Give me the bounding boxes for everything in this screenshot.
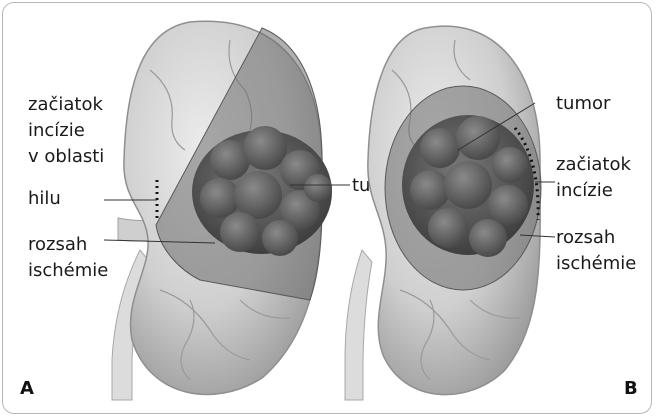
label-incision-a: začiatok incízie v oblasti hilu	[28, 94, 110, 209]
panel-letter-b: B	[624, 378, 638, 399]
label-incision-b: začiatok incízie	[556, 154, 637, 201]
label-ischemia-b: rozsah ischémie	[556, 227, 636, 274]
panel-letter-a: A	[20, 378, 34, 399]
label-ischemia-a: rozsah ischémie	[28, 234, 108, 281]
ureter-b-shape	[345, 250, 372, 400]
label-tumor-b: tumor	[556, 93, 611, 114]
panel-b: tumor začiatok incízie rozsah ischémie B	[345, 26, 638, 400]
